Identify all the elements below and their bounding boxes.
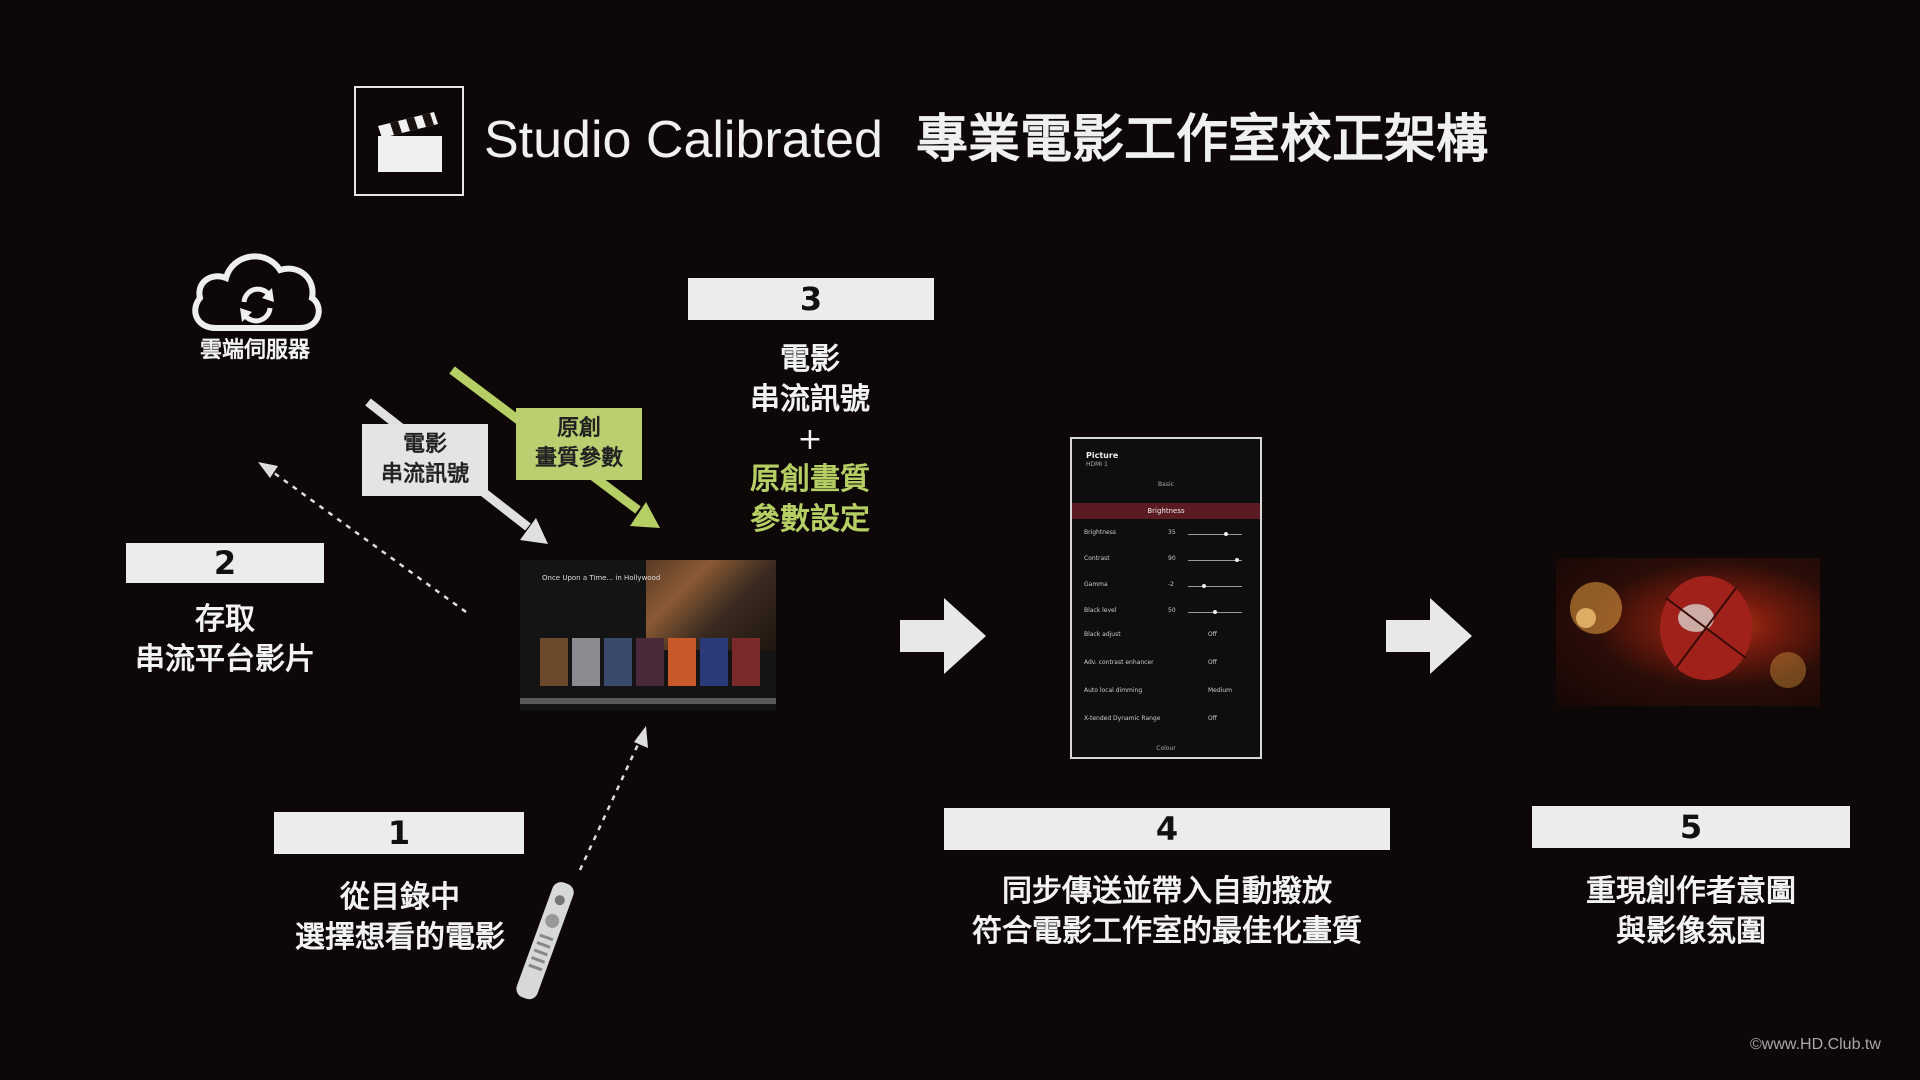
menu-option-row[interactable]: Black adjust Off — [1084, 631, 1250, 643]
cloud-server-icon — [192, 253, 322, 331]
dotted-arrowhead-cloud — [258, 462, 278, 478]
stream-tag-line1: 電影 — [402, 432, 447, 457]
menu-slider-knob[interactable] — [1202, 584, 1207, 588]
clapperboard-logo — [354, 86, 464, 196]
step-3-line3: 原創畫質 — [750, 462, 870, 497]
menu-option-value: Medium — [1208, 687, 1232, 694]
stream-tag-line2: 串流訊號 — [380, 462, 469, 487]
menu-row-label: Gamma — [1084, 581, 1108, 588]
watermark: ©www.HD.Club.tw — [1750, 1036, 1881, 1053]
menu-brightness-header: Brightness — [1072, 503, 1260, 519]
params-arrowhead — [630, 502, 660, 528]
params-tag-line2: 畫質參數 — [534, 446, 623, 471]
menu-slider-knob[interactable] — [1234, 558, 1239, 562]
menu-option-label: Black adjust — [1084, 631, 1121, 638]
step-3-line2: 串流訊號 — [750, 382, 870, 417]
poster-thumbnail — [700, 638, 728, 686]
menu-slider-row[interactable]: Black level 50 — [1084, 607, 1250, 619]
menu-option-label: Auto local dimming — [1084, 687, 1143, 694]
menu-title: Picture — [1086, 451, 1119, 460]
menu-option-value: Off — [1208, 659, 1217, 666]
step-3-number: 3 — [688, 278, 934, 320]
menu-option-label: Adv. contrast enhancer — [1084, 659, 1154, 666]
menu-option-label: X-tended Dynamic Range — [1084, 715, 1161, 722]
page-title: 專業電影工作室校正架構 — [916, 110, 1489, 170]
menu-slider-knob[interactable] — [1213, 610, 1217, 614]
dotted-arrow-from-remote — [578, 739, 642, 871]
step-3-line1: 電影 — [780, 342, 840, 377]
menu-slider-knob[interactable] — [1223, 532, 1228, 536]
menu-basic-section: Basic — [1158, 481, 1174, 488]
menu-option-row[interactable]: Auto local dimming Medium — [1084, 687, 1250, 699]
step-1-number: 1 — [274, 812, 524, 854]
menu-option-value: Off — [1208, 631, 1217, 638]
step-3-plus: + — [797, 422, 823, 457]
remote-control-icon — [516, 882, 574, 1000]
step-1-line2: 選擇想看的電影 — [295, 920, 505, 955]
poster-thumbnail — [636, 638, 664, 686]
step-2-line1: 存取 — [195, 602, 255, 637]
stream-signal-tag: 電影 串流訊號 — [362, 424, 488, 496]
dotted-arrow-to-cloud — [269, 468, 467, 614]
poster-thumbnail — [604, 638, 632, 686]
step-5-number: 5 — [1532, 806, 1850, 848]
step-5-line2: 與影像氛圍 — [1616, 914, 1766, 949]
cloud-server-label: 雲端伺服器 — [199, 338, 310, 363]
poster-thumbnail — [668, 638, 696, 686]
step-4-number: 4 — [944, 808, 1390, 850]
params-tag-line1: 原創 — [556, 416, 601, 441]
menu-row-label: Brightness — [1084, 529, 1116, 536]
step-2-line2: 串流平台影片 — [135, 642, 315, 677]
menu-colour-section: Colour — [1156, 745, 1176, 752]
thumbnail-row — [520, 698, 776, 704]
step-3-text: 電影 串流訊號 + 原創畫質 參數設定 — [680, 340, 940, 540]
step-5-text: 重現創作者意圖 與影像氛圍 — [1530, 872, 1852, 952]
poster-thumbnail — [540, 638, 568, 686]
poster-thumbnail — [572, 638, 600, 686]
step-4-line2: 符合電影工作室的最佳化畫質 — [972, 914, 1362, 949]
flow-arrow-to-image — [1386, 598, 1472, 674]
menu-row-value: 90 — [1168, 555, 1176, 562]
menu-slider-row[interactable]: Gamma -2 — [1084, 581, 1250, 593]
menu-slider-track[interactable] — [1188, 610, 1242, 614]
step-1-line1: 從目錄中 — [340, 880, 460, 915]
step-4-text: 同步傳送並帶入自動撥放 符合電影工作室的最佳化畫質 — [940, 872, 1394, 952]
step-2-number: 2 — [126, 543, 324, 583]
movie-scene — [1570, 576, 1806, 688]
menu-option-row[interactable]: X-tended Dynamic Range Off — [1084, 715, 1250, 727]
menu-row-value: -2 — [1168, 581, 1174, 588]
original-params-tag: 原創 畫質參數 — [516, 408, 642, 480]
menu-slider-track[interactable] — [1188, 558, 1242, 562]
dotted-arrowhead-screen — [634, 726, 648, 748]
menu-option-row[interactable]: Adv. contrast enhancer Off — [1084, 659, 1250, 671]
tv-movie-title: Once Upon a Time... in Hollywood — [542, 574, 661, 582]
menu-slider-row[interactable]: Contrast 90 — [1084, 555, 1250, 567]
step-2-text: 存取 串流平台影片 — [110, 600, 340, 680]
menu-slider-row[interactable]: Brightness 35 — [1084, 529, 1250, 541]
brand-title: Studio Calibrated — [484, 111, 883, 169]
streaming-catalog-screenshot: Once Upon a Time... in Hollywood — [520, 560, 776, 710]
menu-slider-track[interactable] — [1188, 584, 1242, 588]
menu-row-value: 50 — [1168, 607, 1176, 614]
stream-arrowhead — [520, 518, 548, 544]
menu-source: HDMI 1 — [1086, 461, 1108, 468]
picture-settings-menu: Picture HDMI 1 Basic Brightness Brightne… — [1070, 437, 1262, 759]
step-1-text: 從目錄中 選擇想看的電影 — [260, 878, 540, 958]
hero-image — [646, 560, 776, 650]
menu-slider-track[interactable] — [1188, 532, 1242, 536]
menu-row-label: Contrast — [1084, 555, 1110, 562]
step-4-line1: 同步傳送並帶入自動撥放 — [1002, 874, 1332, 909]
clapperboard-icon — [378, 112, 442, 172]
menu-brightness-label: Brightness — [1147, 507, 1185, 515]
step-3-line4: 參數設定 — [750, 502, 870, 537]
step-5-line1: 重現創作者意圖 — [1586, 874, 1796, 909]
movie-still-image — [1556, 558, 1820, 706]
flow-arrow-to-menu — [900, 598, 986, 674]
menu-row-value: 35 — [1168, 529, 1176, 536]
menu-row-label: Black level — [1084, 607, 1117, 614]
menu-option-value: Off — [1208, 715, 1217, 722]
poster-thumbnail — [732, 638, 760, 686]
